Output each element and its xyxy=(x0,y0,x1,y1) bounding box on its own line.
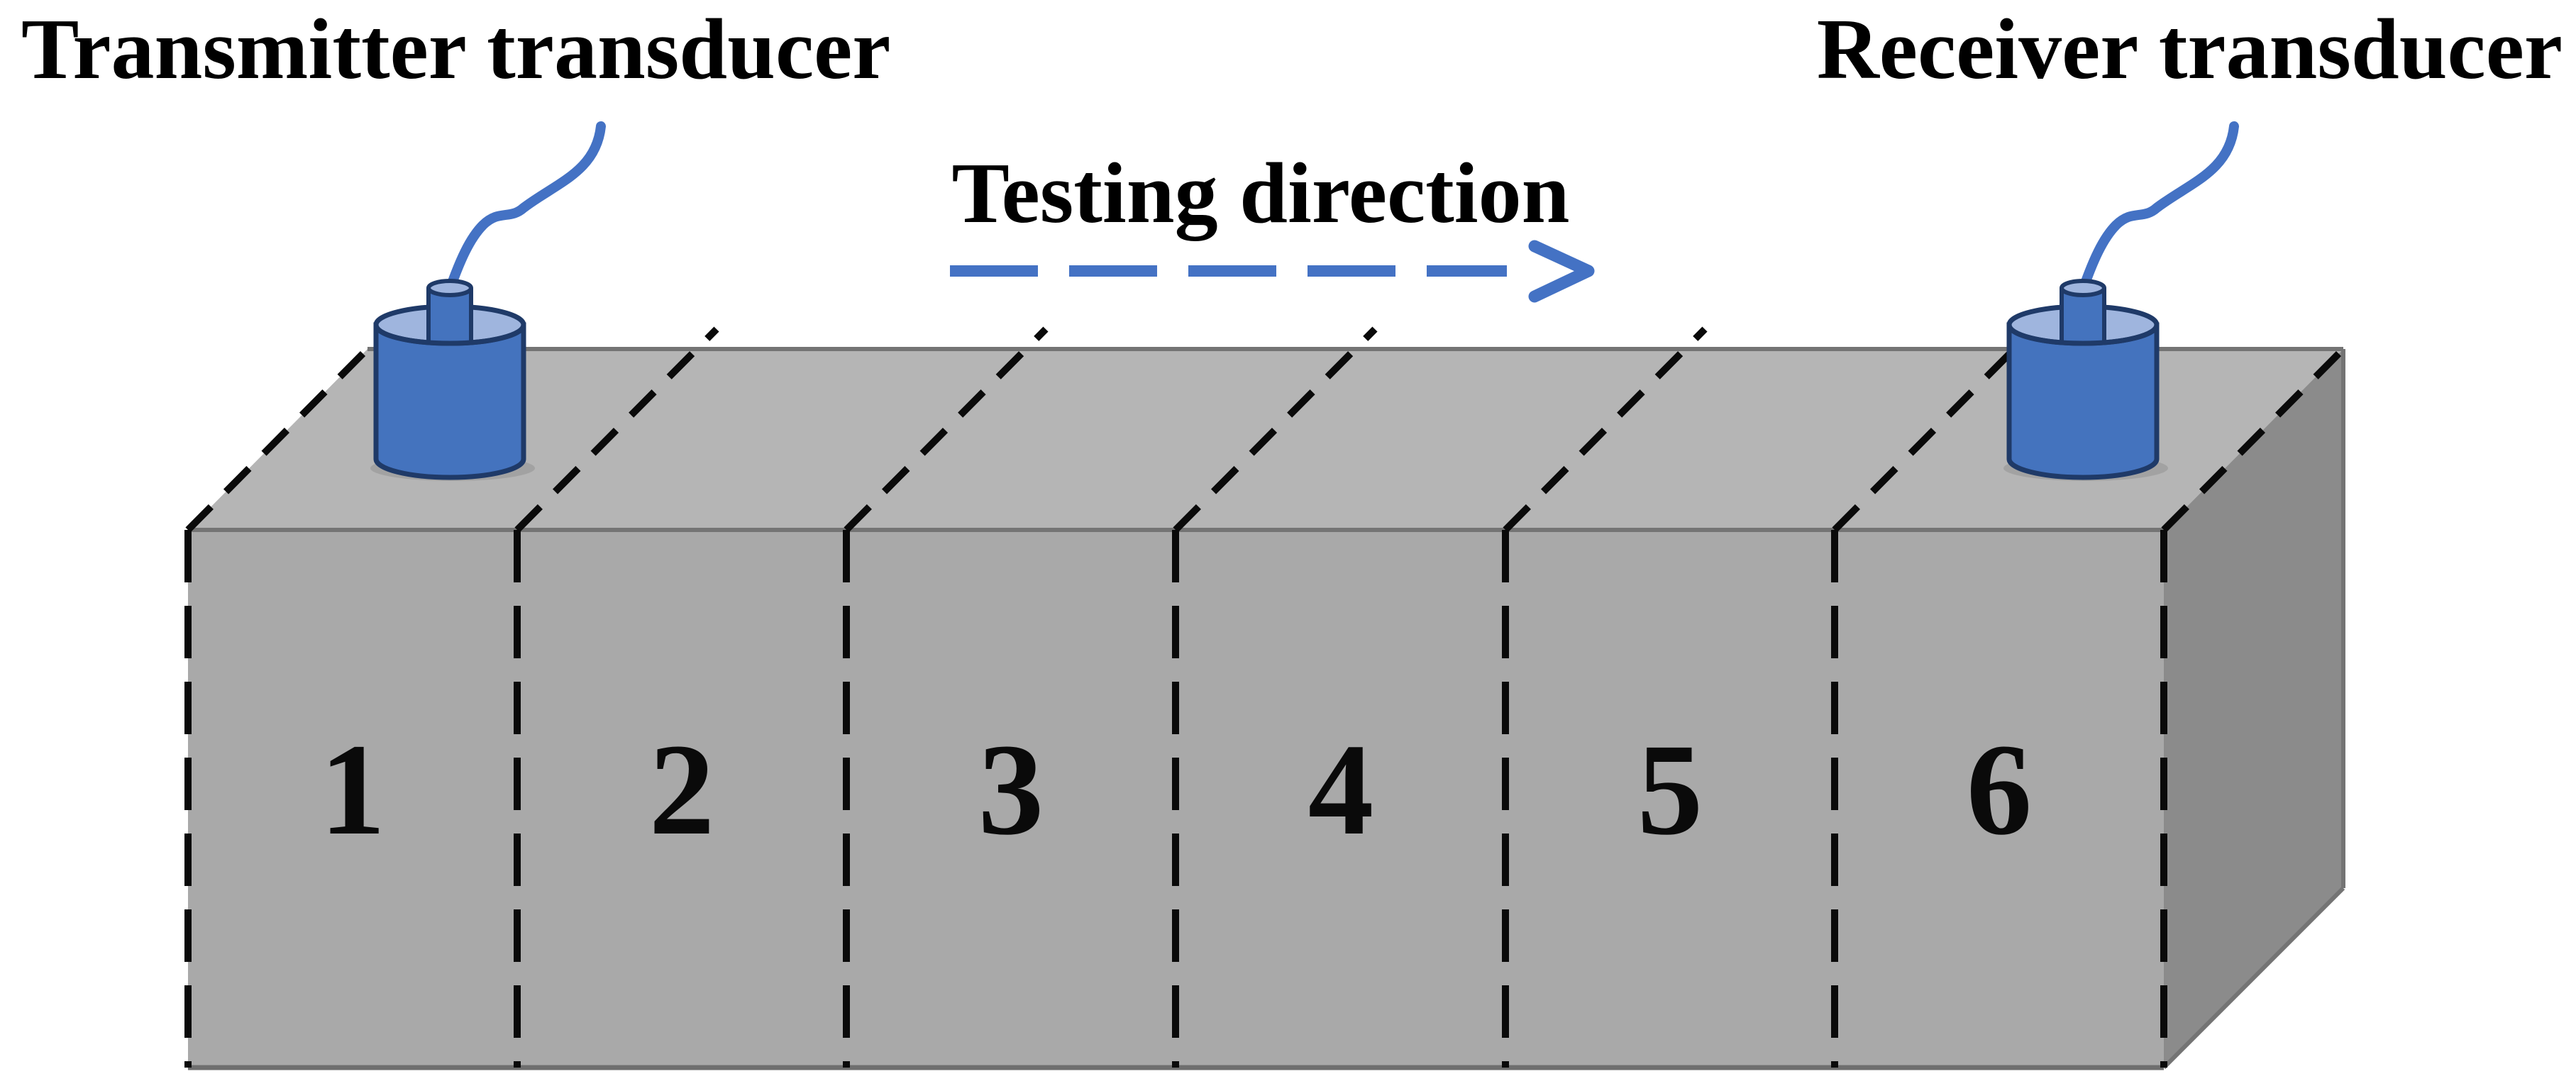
testing-direction-arrow xyxy=(950,240,1595,303)
specimen-side-face xyxy=(2164,349,2343,1068)
box-bottom-right-slant-edge xyxy=(2162,886,2345,1070)
receiver-label: Receiver transducer xyxy=(1817,1,2563,97)
segment-label-4: 4 xyxy=(1308,717,1374,863)
segment-label-1: 1 xyxy=(320,717,386,863)
transmitter-label: Transmitter transducer xyxy=(21,1,890,97)
segment-numbers: 1 2 3 4 5 6 xyxy=(320,717,2033,863)
segment-divider-dashes-top xyxy=(185,326,2346,533)
testing-direction-label: Testing direction xyxy=(951,145,1569,241)
segment-divider-dashes-front xyxy=(184,530,2167,1068)
segment-label-5: 5 xyxy=(1637,717,1703,863)
segment-label-3: 3 xyxy=(978,717,1044,863)
segment-label-6: 6 xyxy=(1967,717,2033,863)
segment-label-2: 2 xyxy=(649,717,715,863)
arrow-head-icon xyxy=(1528,240,1595,303)
